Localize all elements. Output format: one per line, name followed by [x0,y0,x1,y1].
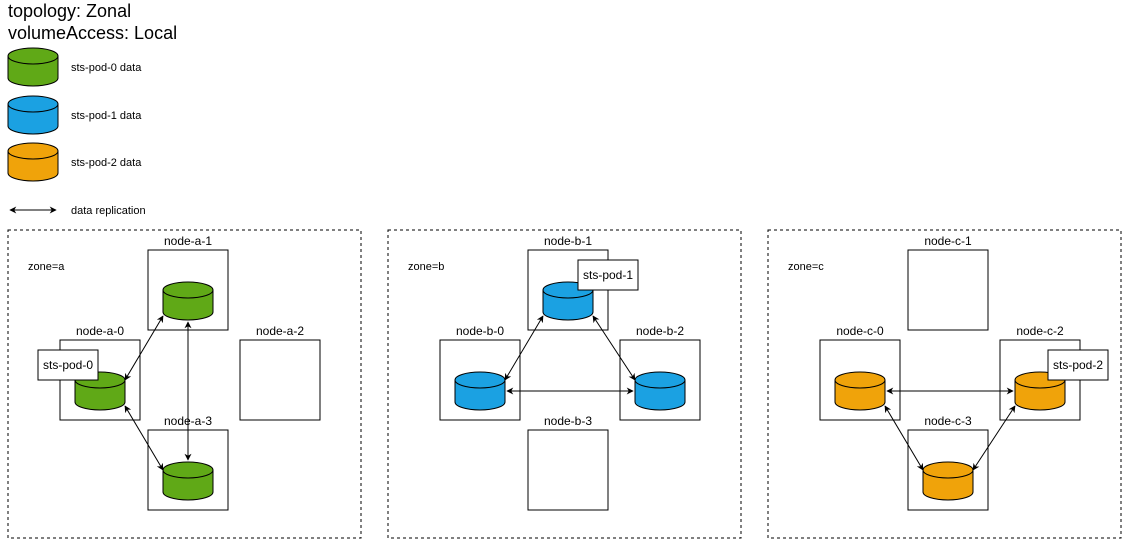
node: node-b-2 [619,324,701,421]
legend-item: sts-pod-2 data [7,142,142,182]
replication-arrow [972,405,1016,471]
data-volume-icon [162,461,214,501]
replication-arrow [124,315,164,381]
node-label: node-c-3 [924,414,972,428]
zone-label: zone=a [28,261,65,273]
node-box [527,429,609,511]
title-topology: topology: Zonal [8,1,131,21]
node-label: node-b-3 [544,414,592,428]
cylinder-icon [7,47,59,87]
data-volume-icon [454,371,506,411]
node-label: node-a-0 [76,324,124,338]
legend-item-label: sts-pod-1 data [71,110,142,122]
zone-boundary [7,229,362,539]
replication-arrow [592,315,636,381]
replication-arrow [504,315,544,381]
pod-label-box: sts-pod-2 [1047,349,1109,381]
node: node-c-0 [819,324,901,421]
node-label: node-c-2 [1016,324,1064,338]
pod-label: sts-pod-0 [43,358,93,372]
cylinder-icon [7,142,59,182]
data-volume-icon [634,371,686,411]
node: node-b-3 [527,414,609,511]
pod-label: sts-pod-2 [1053,358,1103,372]
zone-a: zone=anode-a-0node-a-1node-a-2node-a-3st… [7,229,362,539]
node: node-b-0 [439,324,521,421]
replication-arrow [884,405,924,471]
node-label: node-b-2 [636,324,684,338]
data-volume-icon [834,371,886,411]
cylinder-icon [7,95,59,135]
zone-b: zone=b node-b-0 node-b-1 node-b-2 node-b-3 st… [387,229,742,539]
node-label: node-a-2 [256,324,304,338]
data-volume-icon [162,281,214,321]
legend-replication: data replication [9,205,146,217]
node-label: node-c-1 [924,234,972,248]
node-label: node-b-0 [456,324,504,338]
node-label: node-a-1 [164,234,212,248]
pod-label-box: sts-pod-1 [577,259,639,291]
zone-c: zone=c node-c-0 node-c-1 node-c-2 node-c-3 st… [767,229,1122,539]
node-label: node-b-1 [544,234,592,248]
node-box [907,249,989,331]
node: node-c-1 [907,234,989,331]
legend-item: sts-pod-1 data [7,95,142,135]
legend-item-label: sts-pod-0 data [71,62,142,74]
pod-label-box: sts-pod-0 [37,349,99,381]
title-volume-access: volumeAccess: Local [8,23,177,43]
node: node-c-3 [907,414,989,511]
node-box [239,339,321,421]
zone-boundary [767,229,1122,539]
legend-item: sts-pod-0 data [7,47,142,87]
replication-arrow [124,405,164,471]
pod-label: sts-pod-1 [583,268,633,282]
data-volume-icon [922,461,974,501]
zone-label: zone=c [788,261,824,273]
zone-label: zone=b [408,261,444,273]
node-label: node-c-0 [836,324,884,338]
zone-boundary [387,229,742,539]
legend-item-label: sts-pod-2 data [71,157,142,169]
node: node-a-2 [239,324,321,421]
node: node-a-1 [147,234,229,331]
legend-replication-label: data replication [71,205,146,217]
